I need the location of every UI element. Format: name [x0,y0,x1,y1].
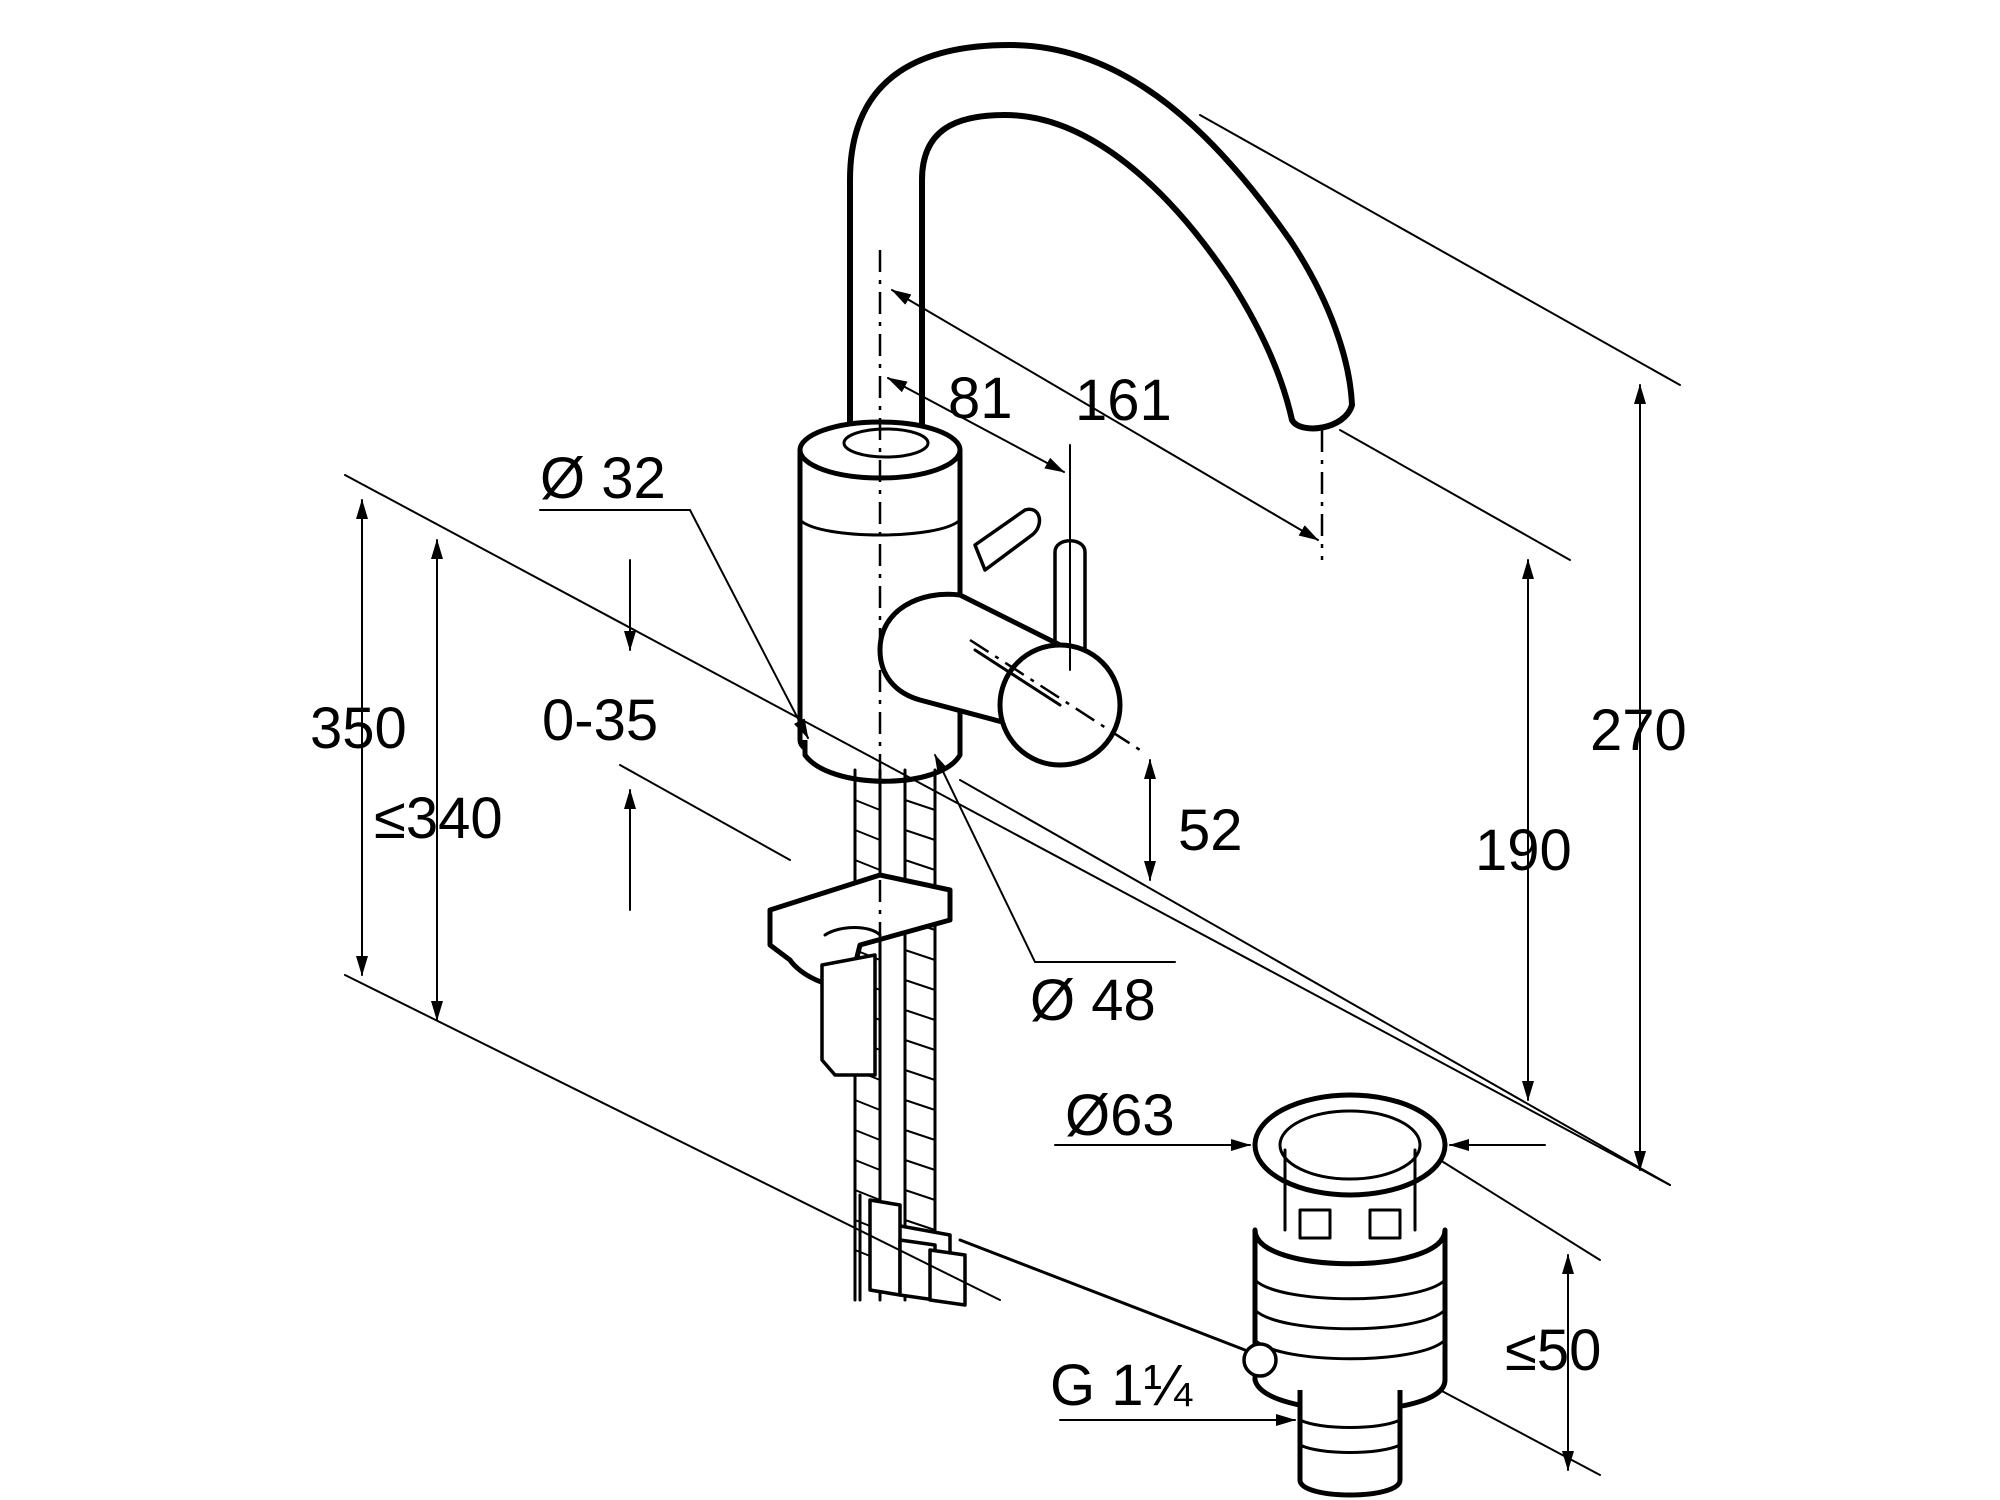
pop-up-waste [958,1092,1448,1498]
dimension-lines [344,114,1681,1476]
dim-50-label: ≤50 [1505,1318,1601,1383]
spout-outer [847,42,1355,433]
dim-350-label: 350 [310,696,407,761]
dim-52-label: 52 [1178,798,1243,863]
pin-lever [973,507,1042,572]
dim-340-label: ≤340 [374,786,503,851]
dim-0-35-label: 0-35 [542,688,658,753]
dimension-labels: 161 81 Ø 32 0-35 350 ≤340 52 270 190 Ø 4… [310,366,1687,1418]
dim-270-label: 270 [1590,698,1687,763]
mounting-bracket [767,872,953,1077]
dim-81-label: 81 [948,366,1013,431]
pull-rod [958,1238,1247,1352]
thread-g-label: G 1¼ [1050,1353,1192,1418]
dim-161-label: 161 [1075,368,1172,433]
dim-190-label: 190 [1475,818,1572,883]
lower-body [802,740,963,784]
spout-tip [1289,402,1355,432]
dim-diameter-32-label: Ø 32 [540,446,666,511]
dim-diameter-63-label: Ø63 [1065,1083,1175,1148]
dim-diameter-48-label: Ø 48 [1030,968,1156,1033]
